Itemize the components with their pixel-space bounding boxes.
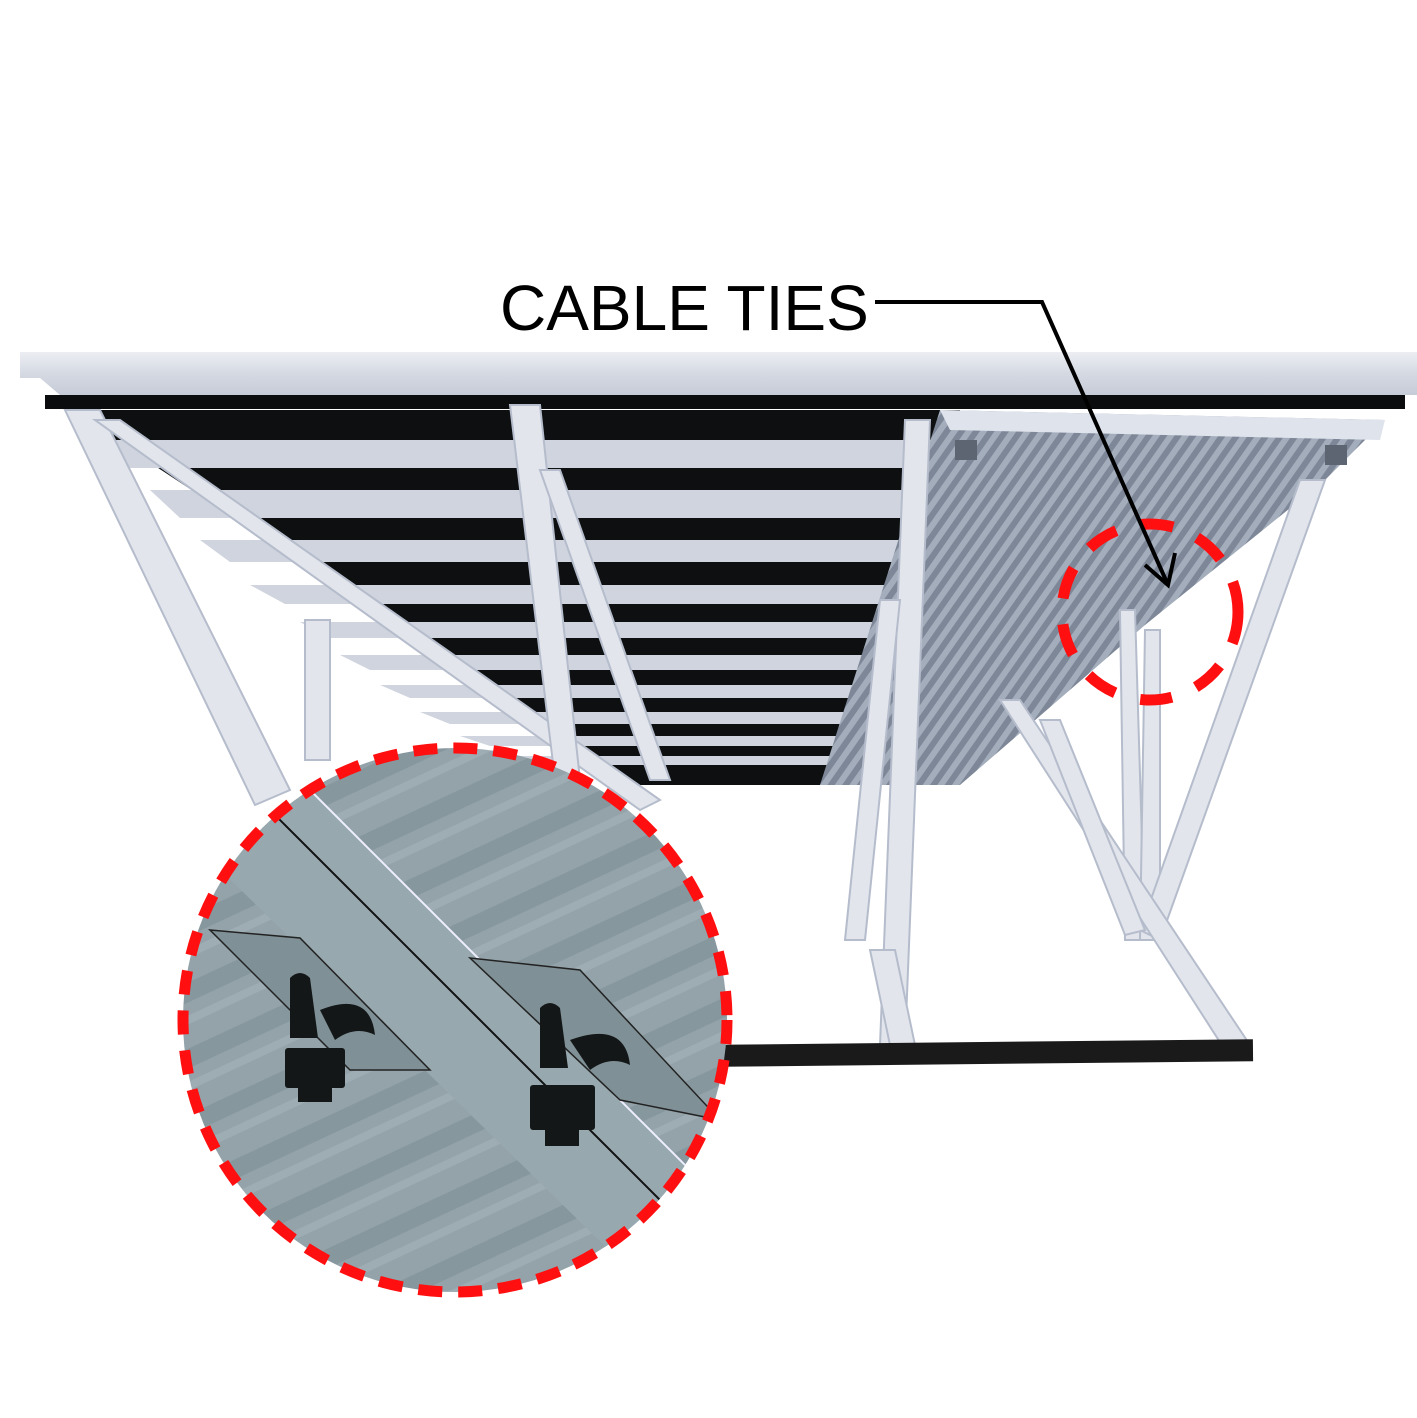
- support-frame: [63, 404, 1327, 1052]
- panel-array-left: [70, 410, 960, 785]
- callout-label: CABLE TIES: [500, 272, 869, 344]
- ground-beam: [719, 1039, 1254, 1067]
- cable-tie-icon: [285, 973, 375, 1102]
- highlight-circle: [1056, 518, 1244, 706]
- panel-backsheet-right: [820, 410, 1385, 785]
- top-rail: [20, 352, 1417, 409]
- cable-tie-icon: [530, 1003, 630, 1146]
- detail-view: [177, 742, 733, 1298]
- leader-arrow: [875, 300, 1177, 589]
